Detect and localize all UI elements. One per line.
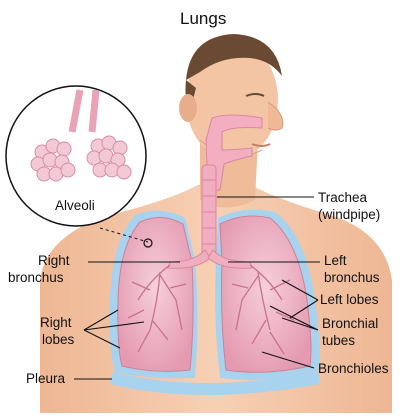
windpipe-label: (windpipe) (318, 207, 380, 222)
trachea (202, 165, 216, 255)
left-bronchus-label-1: Left (324, 253, 347, 268)
head (179, 34, 283, 160)
left-lobes-label: Left lobes (320, 292, 379, 307)
right-lobes-label-1: Right (40, 315, 72, 330)
pleura-label: Pleura (26, 371, 66, 386)
right-bronchus-label-1: Right (38, 253, 70, 268)
bronchioles-label: Bronchioles (318, 361, 389, 376)
trachea-label: Trachea (318, 190, 368, 205)
alveoli-label: Alveoli (55, 198, 95, 213)
right-lobes-label-2: lobes (42, 332, 75, 347)
diagram-title: Lungs (180, 9, 226, 28)
right-lung (118, 217, 193, 371)
bronchial-tubes-label-2: tubes (322, 333, 355, 348)
bronchial-tubes-label-1: Bronchial (322, 316, 378, 331)
left-bronchus-label-2: bronchus (324, 270, 380, 285)
right-bronchus-label-2: bronchus (8, 270, 64, 285)
